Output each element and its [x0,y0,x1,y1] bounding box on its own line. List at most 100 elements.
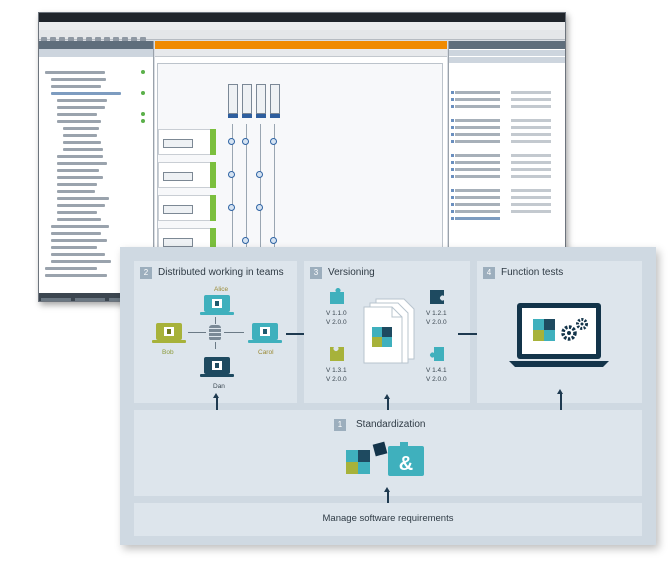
database-icon [209,325,221,341]
toolbar-paste-icon [95,37,101,43]
tree-item [57,190,95,193]
standardization-heading: Standardization [356,419,426,430]
matrix-column-marker [270,114,280,118]
flow-arrow-tests-up [557,389,563,399]
instruction-desc [511,168,551,171]
instruction-row [455,119,500,122]
status-ok-icon [141,70,145,74]
laptop-icon [509,303,609,367]
person-label-bob: Bob [162,349,174,356]
version-number: V 1.1.0 [326,310,347,317]
tree-item [57,120,101,123]
connection-node [270,237,277,244]
instruction-row [455,126,500,129]
toolbar [39,30,565,43]
standardization-box: 1 Standardization & [134,410,642,496]
monitor-base [200,374,234,377]
monitor-base [200,312,234,315]
devices-tab [39,49,153,57]
toolbar-redo-icon [113,37,119,43]
matrix-column [242,84,252,114]
toolbar-print-icon [68,37,74,43]
instruction-icon [451,196,454,199]
monitor-screen [204,357,230,374]
tree-item [51,225,109,228]
monitor-screen [252,323,278,340]
version-number: V 2.0.0 [426,319,447,326]
connection-node [228,204,235,211]
instruction-row [455,175,500,178]
document-icon [363,298,415,364]
instruction-icon [451,154,454,157]
status-ok-icon [141,91,145,95]
tree-item [57,197,109,200]
version-number: V 2.0.0 [326,376,347,383]
tree-item [57,183,97,186]
instruction-desc [511,140,551,143]
tree-item [63,148,103,151]
instruction-row [455,203,500,206]
tree-item [57,155,103,158]
person-label-dan: Dan [213,383,225,390]
tree-item [57,99,107,102]
tree-item [63,134,97,137]
instruction-desc [511,98,551,101]
version-label: V 1.4.1 V 2.0.0 [426,366,447,384]
instructions-header [449,41,565,49]
person-label-carol: Carol [258,349,274,356]
version-label: V 1.1.0 V 2.0.0 [326,309,347,327]
instruction-desc [511,175,551,178]
instruction-desc [511,189,551,192]
puzzle-icon [212,361,222,370]
monitor-screen [156,323,182,340]
matrix-column-marker [256,114,266,118]
tree-item [51,260,111,263]
toolbar-compile-icon [122,37,128,43]
editor-toolbar [155,49,447,57]
instruction-desc [511,161,551,164]
instruction-desc [511,91,551,94]
version-number: V 1.3.1 [326,367,347,374]
tree-item [57,204,105,207]
connection-node [242,138,249,145]
version-number: V 2.0.0 [426,376,447,383]
tree-item [57,176,103,179]
monitor-screen [204,295,230,312]
instruction-desc [511,154,551,157]
toolbar-undo-icon [104,37,110,43]
instruction-icon [451,98,454,101]
toolbar-online-icon [140,37,146,43]
tree-item [51,232,101,235]
tree-item [51,239,107,242]
connector-line [188,332,206,333]
instruction-row [455,189,500,192]
puzzle-icon [164,327,174,336]
puzzle-icon: & [346,441,424,476]
tree-item [45,267,97,270]
connection-node [228,171,235,178]
step-number-badge: 1 [334,419,346,431]
instruction-desc [511,203,551,206]
instruction-row [455,161,500,164]
status-tab [75,298,105,301]
step-number-badge: 3 [310,267,322,279]
requirements-box: Manage software requirements [134,503,642,536]
version-number: V 1.2.1 [426,310,447,317]
tests-box: 4 Function tests [477,261,642,403]
instruction-icon [451,126,454,129]
tests-heading: Function tests [501,267,564,278]
connection-node [256,171,263,178]
instruction-desc [511,210,551,213]
step-number-badge: 4 [483,267,495,279]
instruction-icon [451,203,454,206]
matrix-row-marker [210,162,216,188]
version-number: V 1.4.1 [426,367,447,374]
instruction-row [455,140,500,143]
instruction-row [455,168,500,171]
gear-icon [576,318,588,330]
instruction-row [455,133,500,136]
tree-item [57,106,105,109]
tree-item [51,85,101,88]
ampersand-symbol: & [399,453,413,475]
instruction-desc [511,196,551,199]
